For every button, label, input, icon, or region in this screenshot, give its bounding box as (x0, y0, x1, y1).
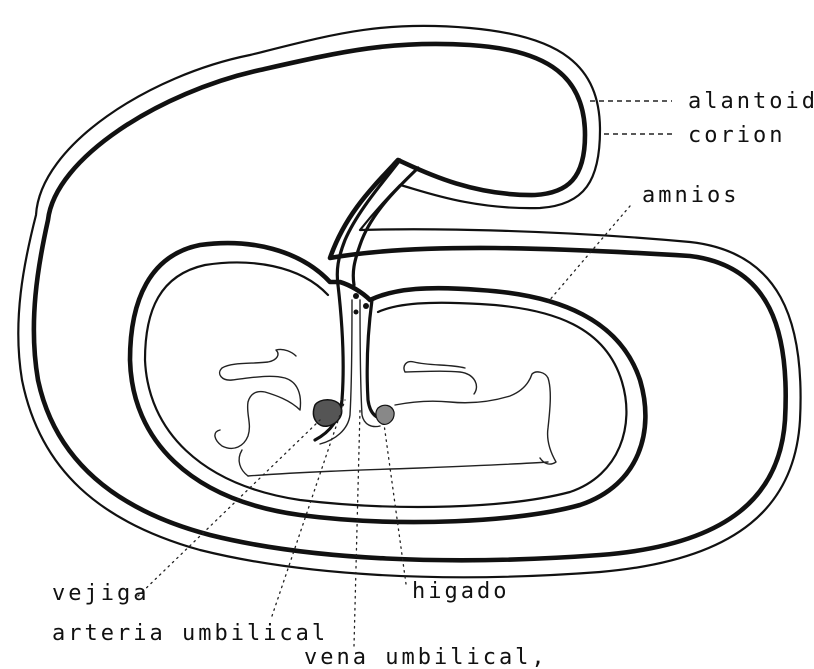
chorion-outline (34, 44, 786, 560)
arteria-umbilical-leader (272, 400, 345, 616)
vena-umbilical-leader (354, 410, 360, 646)
label-corion: corion (688, 123, 785, 148)
embryo-right-limbs (395, 362, 556, 464)
label-arteria-umbilical: arteria umbilical (52, 621, 328, 646)
vessel-section-1 (353, 293, 359, 299)
vessel-section-3 (354, 310, 359, 315)
vejiga-leader (138, 420, 320, 596)
embryo-back-line (239, 450, 248, 476)
label-higado: higado (412, 579, 509, 604)
label-amnios: amnios (642, 183, 739, 208)
label-vejiga: vejiga (52, 581, 149, 606)
vessel-section-2 (363, 303, 369, 309)
embryo-left-limbs (215, 349, 301, 448)
liver-shape (376, 405, 394, 424)
embryo-body-curve (248, 462, 548, 476)
amnion-outer-outline (130, 243, 645, 522)
label-alantoide: alantoide (688, 89, 814, 114)
umbilical-cord-right (367, 300, 386, 418)
allantois-outline (18, 26, 800, 577)
amnion-inner-outline (145, 263, 626, 507)
label-vena-umbilical: vena umbilical, (304, 645, 548, 669)
